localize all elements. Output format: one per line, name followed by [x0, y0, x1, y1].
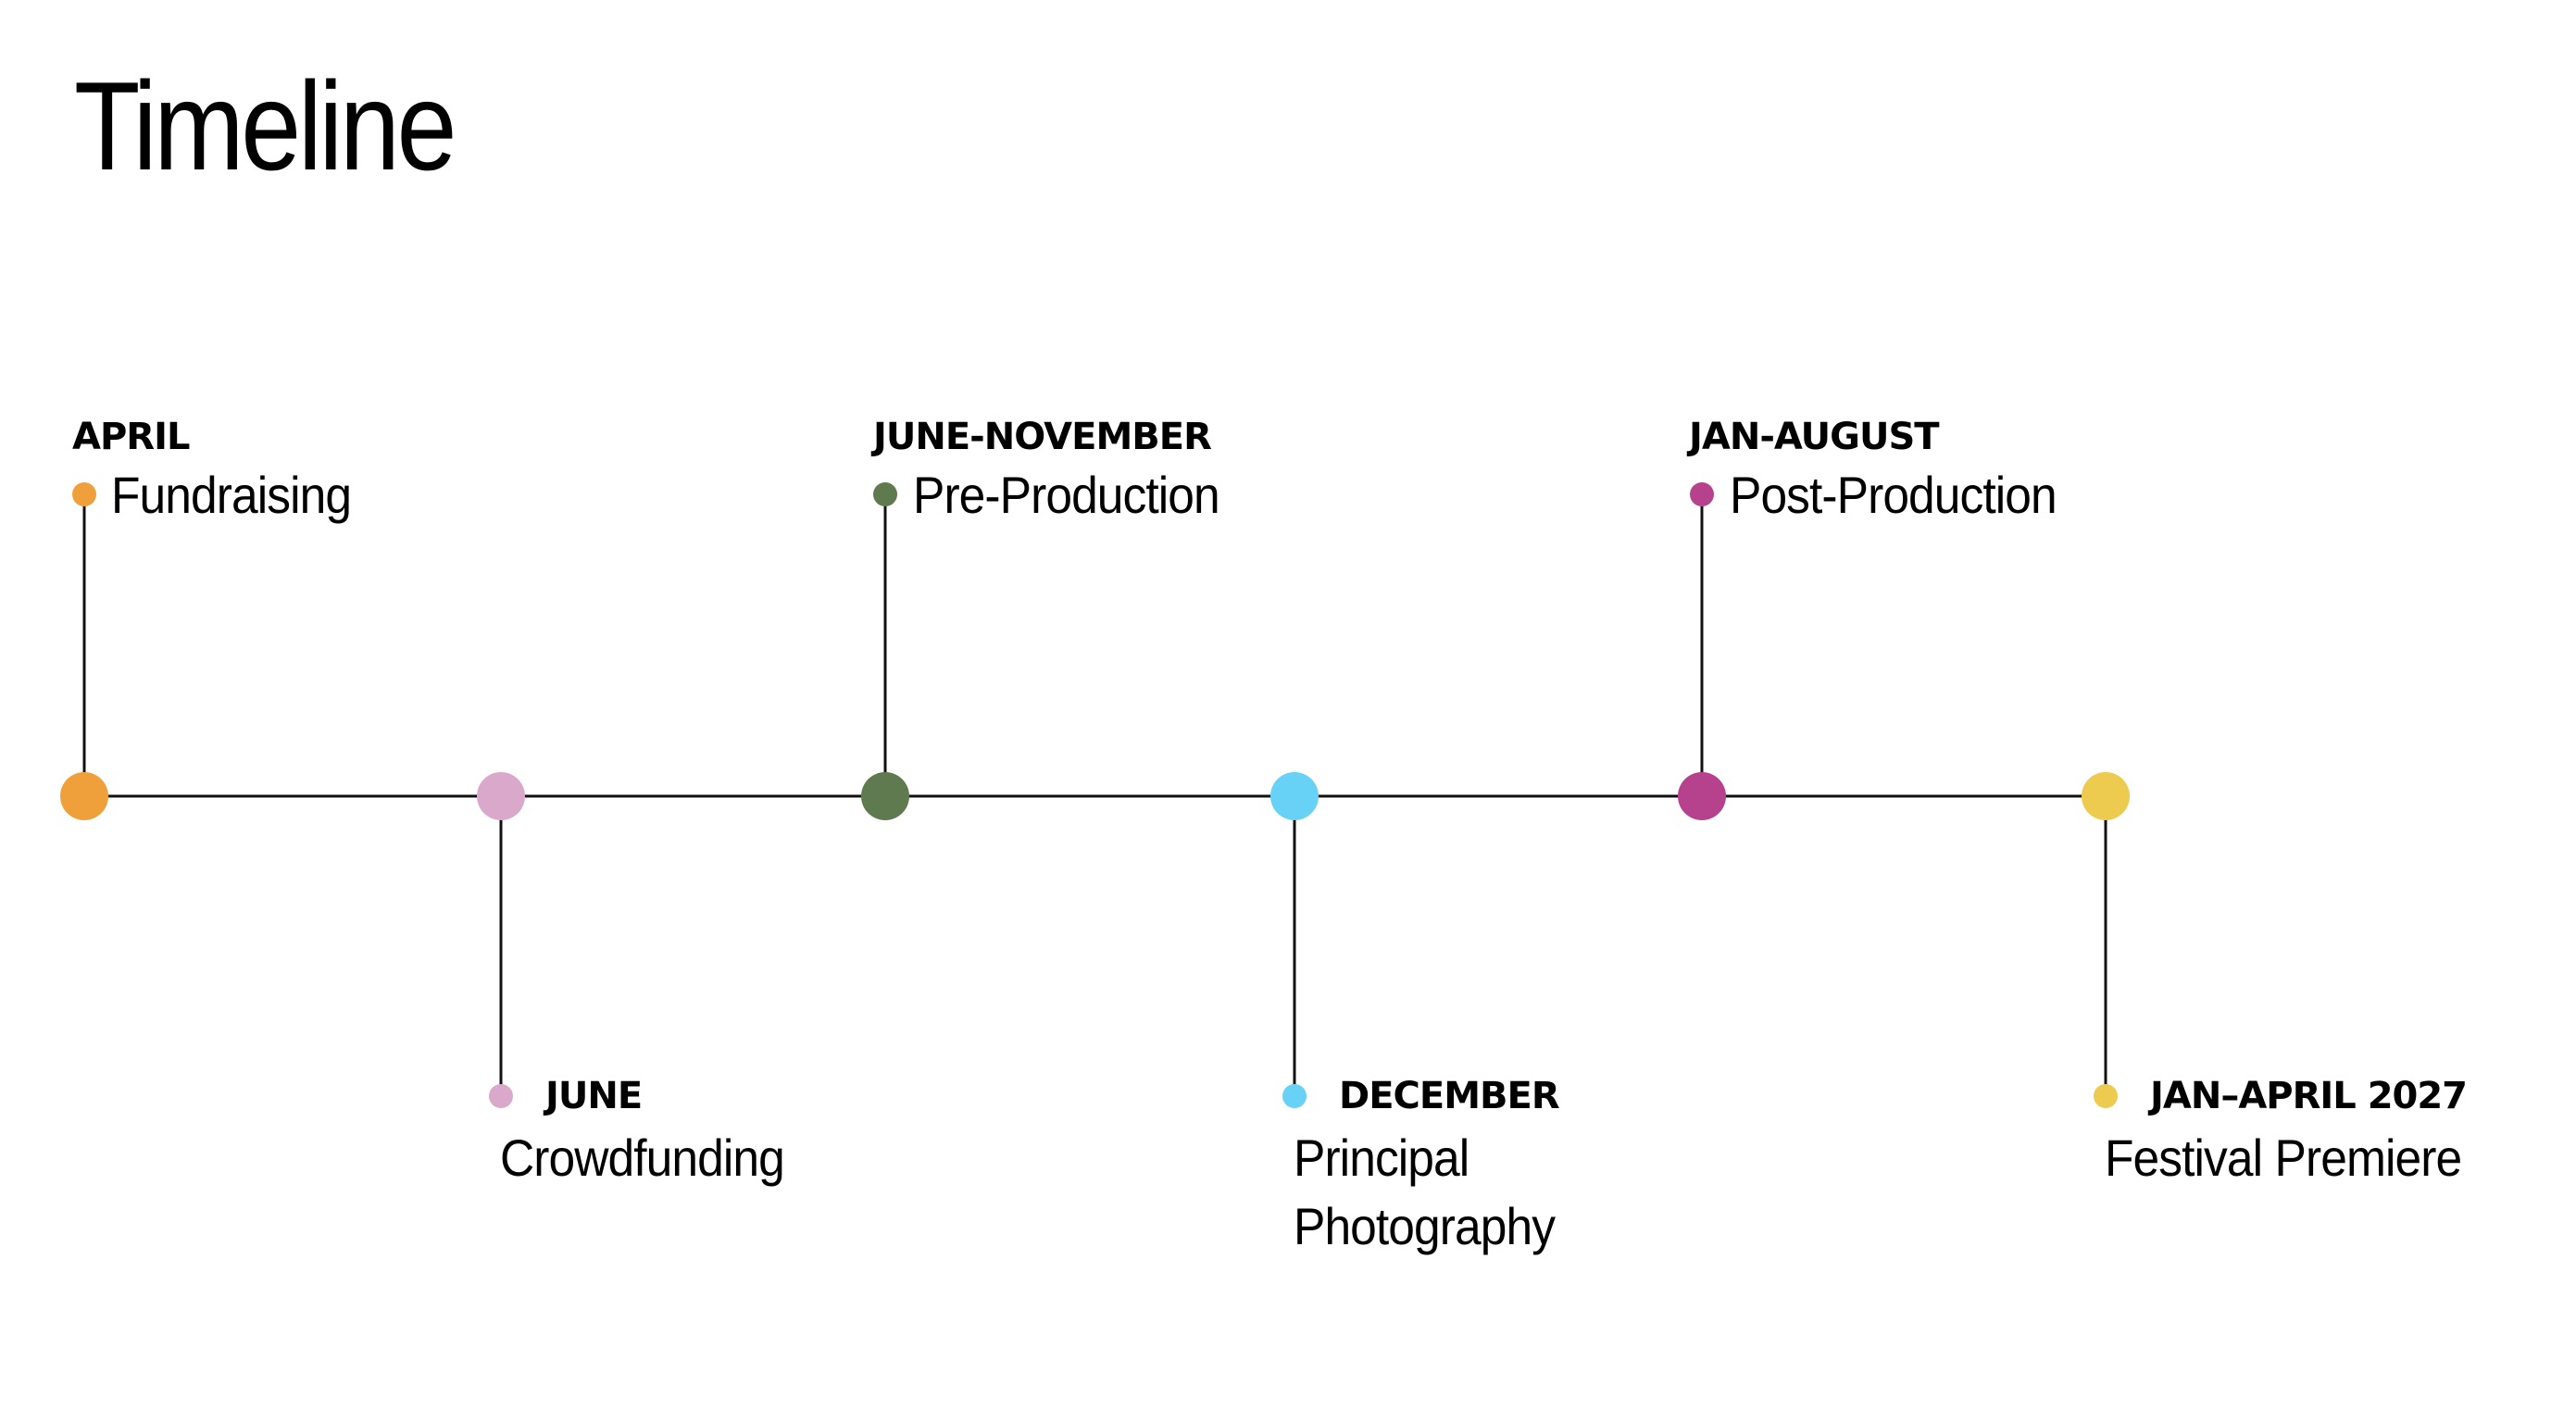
milestone-date-label: JAN-AUGUST [1689, 416, 1940, 458]
milestone-principal-photography[interactable] [1270, 772, 1319, 1108]
milestone-event-label: Festival Premiere [2105, 1128, 2462, 1187]
timeline-node[interactable] [60, 772, 108, 820]
milestone-festival-premiere[interactable] [2082, 772, 2130, 1108]
event-label-line: Photography [1294, 1197, 1556, 1255]
milestone-event-label: Pre-Production [913, 466, 1220, 524]
timeline-node[interactable] [2082, 772, 2130, 820]
event-label-line: Principal [1294, 1128, 1469, 1187]
timeline-node[interactable] [1678, 772, 1726, 820]
marker-dot-small [2094, 1084, 2118, 1108]
milestone-event-label: Post-Production [1730, 466, 2057, 524]
milestone-post-production[interactable] [1678, 482, 1726, 820]
marker-dot-small [1282, 1084, 1307, 1108]
milestone-crowdfunding[interactable] [477, 772, 525, 1108]
milestone-date-label: JUNE [545, 1075, 643, 1117]
timeline-node[interactable] [1270, 772, 1319, 820]
milestone-date-label: JAN–APRIL 2027 [2150, 1075, 2468, 1117]
timeline-node[interactable] [477, 772, 525, 820]
milestone-date-label: DECEMBER [1339, 1075, 1560, 1117]
milestone-date-label: JUNE-NOVEMBER [873, 416, 1212, 458]
milestone-event-label: Crowdfunding [500, 1128, 785, 1187]
page-title: Timeline [74, 56, 457, 196]
marker-dot-small [873, 482, 897, 506]
milestone-event-label: Fundraising [111, 466, 352, 524]
milestone-fundraising[interactable] [60, 482, 108, 820]
timeline-node[interactable] [861, 772, 909, 820]
marker-dot-small [72, 482, 96, 506]
marker-dot-small [1690, 482, 1714, 506]
milestone-date-label: APRIL [72, 416, 190, 458]
marker-dot-small [489, 1084, 513, 1108]
milestone-event-label: Principal Photography [1294, 1124, 1556, 1261]
milestone-pre-production[interactable] [861, 482, 909, 820]
